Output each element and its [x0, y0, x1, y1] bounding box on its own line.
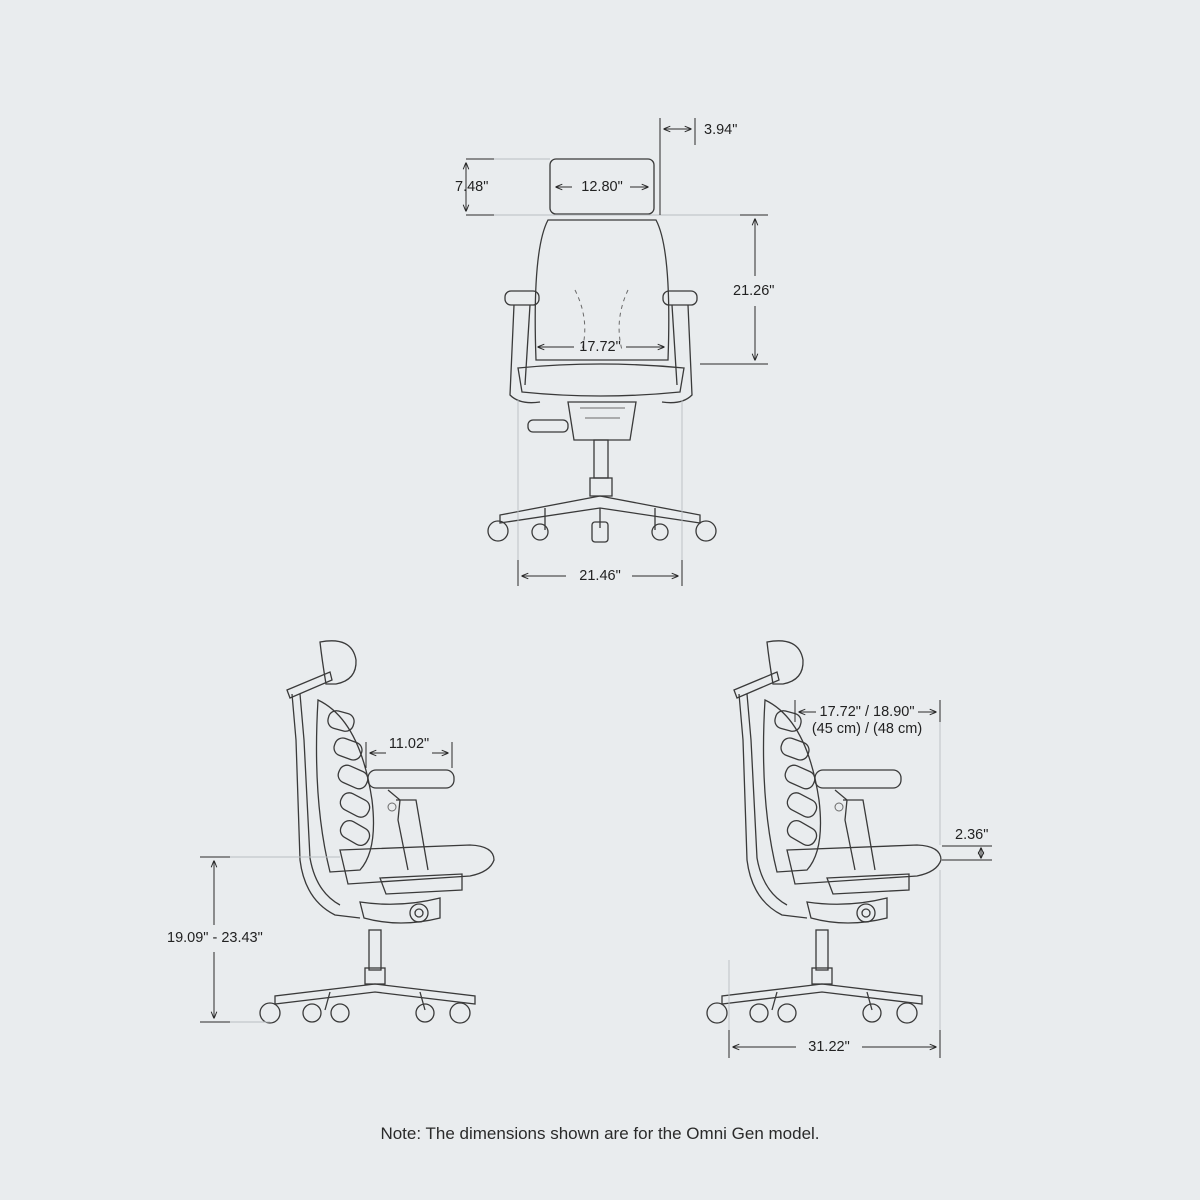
left-side-view-dimensions: [200, 742, 453, 1023]
backrest-height-label: 21.26": [733, 283, 775, 299]
front-view-chair: [487, 158, 717, 543]
front-view-dimensions: [466, 118, 768, 586]
left-side-view-chair: [259, 640, 495, 1024]
seat-height-label: 19.09" - 23.43": [167, 930, 263, 946]
seat-depth-label: 17.72" / 18.90" (45 cm) / (48 cm): [812, 704, 922, 738]
right-side-view-dimensions: [728, 700, 992, 1058]
headrest-height-label: 7.48": [455, 179, 489, 195]
headrest-width-label: 12.80": [581, 179, 623, 195]
base-depth-label: 31.22": [808, 1039, 850, 1055]
seat-depth-inches: 17.72" / 18.90": [819, 704, 915, 720]
seat-slide-label: 2.36": [955, 827, 989, 843]
model-note: Note: The dimensions shown are for the O…: [380, 1124, 820, 1143]
headrest-offset-label: 3.94": [704, 122, 738, 138]
seat-width-label: 17.72": [579, 339, 621, 355]
seat-depth-cm: (45 cm) / (48 cm): [811, 721, 923, 737]
right-side-view-chair: [706, 640, 942, 1024]
base-width-label: 21.46": [579, 568, 621, 584]
armrest-length-label: 11.02": [388, 736, 430, 752]
